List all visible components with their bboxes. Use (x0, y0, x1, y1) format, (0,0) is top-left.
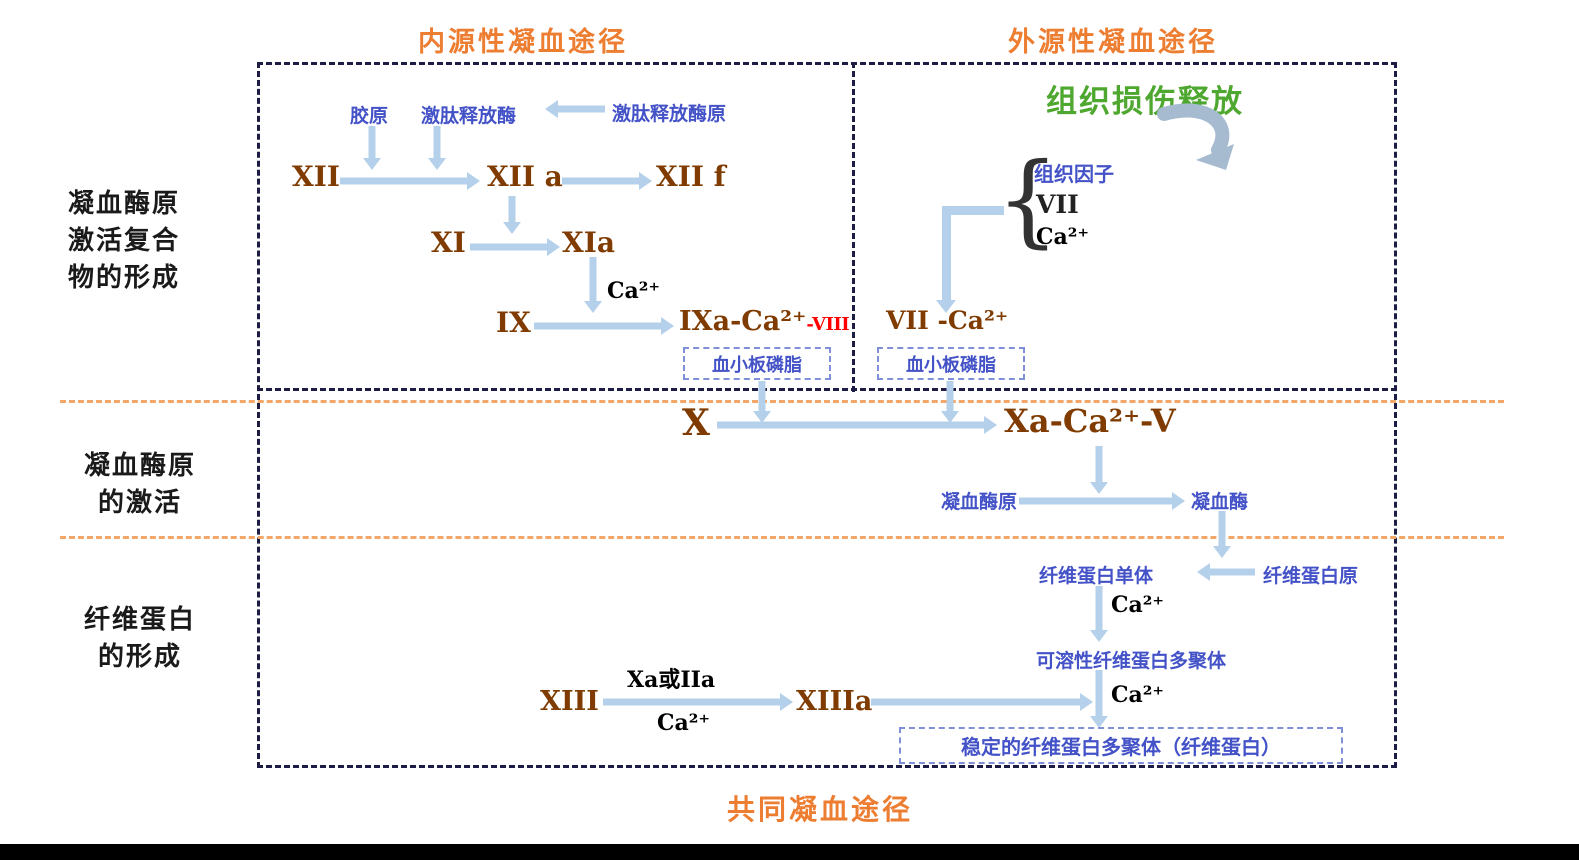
prekallikrein-label: 激肽释放酶原 (612, 103, 727, 125)
arrow-xiiia-to-stable (871, 693, 1093, 711)
collagen-label: 胶原 (350, 105, 389, 127)
factor-x: X (682, 402, 710, 444)
arrow-xii-to-xiia (340, 172, 480, 190)
stage-divider-line-2 (60, 536, 1504, 539)
stage-divider-line-1 (60, 400, 1504, 403)
factor-xiii: XIII (540, 686, 599, 717)
platelet-phospholipid-box-left: 血小板磷脂 (683, 347, 831, 380)
brace-tissue-factor-group: { (996, 141, 1060, 258)
arrow-collagen-down (363, 126, 381, 170)
factor-xi: XI (431, 226, 466, 259)
arrow-monomer-down (1090, 586, 1108, 642)
arrow-xia-down (584, 257, 602, 313)
xa-or-iia-label: Xa或IIa (627, 667, 716, 693)
prothrombin-label: 凝血酶原 (941, 491, 1018, 513)
arrow-platelet-right-down (941, 381, 959, 423)
soluble-polymer-label: 可溶性纤维蛋白多聚体 (1036, 650, 1227, 672)
arrow-platelet-left-down (753, 381, 771, 423)
ca-label-extrinsic: Ca²⁺ (1036, 224, 1090, 250)
arrow-prekallikrein-to-kallikrein (545, 100, 605, 118)
tissue-factor-label: 组织因子 (1034, 162, 1114, 186)
arrow-tfcomplex-horizontal (942, 206, 1004, 215)
factor-viia-ca: VII -Ca²⁺ (886, 306, 1009, 335)
arrow-soluble-down (1090, 670, 1108, 728)
ca-label-xia: Ca²⁺ (607, 278, 661, 304)
kallikrein-label: 激肽释放酶 (421, 105, 517, 127)
stage1-line2: 激活复合 (67, 226, 180, 256)
arrow-xa-complex-down (1090, 446, 1108, 494)
arrow-xiia-to-xiif (562, 172, 652, 190)
arrow-tfcomplex-head (936, 300, 956, 313)
stage2-label: 凝血酶原 的激活 (82, 448, 198, 522)
factor-xiif: XII f (656, 160, 726, 193)
outer-dashed-box (257, 62, 1397, 768)
arrow-xi-to-xia (470, 238, 560, 256)
common-pathway-title: 共同凝血途径 (727, 793, 914, 826)
factor-xiia: XII a (487, 160, 563, 193)
stage1-label: 凝血酶原 激活复合 物的形成 (66, 186, 182, 297)
stage1-line3: 物的形成 (67, 263, 180, 293)
arrow-xiia-down (503, 196, 521, 234)
factor-xia: XIa (562, 226, 615, 259)
factor-ixa-main: IXa-Ca²⁺ (679, 306, 807, 337)
factor-vii: VII (1036, 190, 1079, 219)
intrinsic-extrinsic-divider (852, 62, 855, 392)
curved-arrow-icon (1157, 103, 1234, 170)
arrow-x-to-xa (717, 415, 997, 435)
factor-ix: IX (496, 306, 531, 339)
factor-xiiia: XIIIa (796, 686, 873, 717)
ca-label-monomer: Ca²⁺ (1111, 592, 1165, 618)
fibrinogen-label: 纤维蛋白原 (1263, 565, 1359, 587)
arrow-xiii-to-xiiia (603, 693, 793, 711)
arrow-thrombin-down (1213, 511, 1231, 558)
extrinsic-pathway-title: 外源性凝血途径 (1008, 27, 1218, 58)
thrombin-label: 凝血酶 (1191, 491, 1249, 513)
ca-label-soluble: Ca²⁺ (1111, 682, 1165, 708)
stage1-line1: 凝血酶原 (67, 189, 180, 219)
factor-ixa-complex: IXa-Ca²⁺-VIII (679, 306, 850, 337)
platelet-phospholipid-box-right: 血小板磷脂 (877, 347, 1025, 380)
stable-fibrin-polymer-box: 稳定的纤维蛋白多聚体（纤维蛋白） (899, 727, 1343, 764)
fibrin-monomer-label: 纤维蛋白单体 (1039, 565, 1154, 587)
stage3-label: 纤维蛋白 的形成 (82, 602, 198, 676)
factor-xii: XII (292, 160, 340, 193)
stage3-line2: 的形成 (97, 642, 182, 672)
ca-label-xiii: Ca²⁺ (657, 710, 711, 736)
arrow-tfcomplex-vertical (942, 206, 951, 302)
arrow-ix-to-ixa (534, 317, 674, 335)
arrow-kallikrein-down (428, 126, 446, 170)
arrow-fibrinogen-to-monomer (1197, 563, 1255, 581)
stage2-line1: 凝血酶原 (83, 451, 196, 481)
stage1-bottom-dashed-line (257, 388, 1397, 391)
bottom-black-bar (0, 844, 1579, 860)
intrinsic-pathway-title: 内源性凝血途径 (418, 27, 628, 58)
stage2-line2: 的激活 (97, 488, 182, 518)
stage3-line1: 纤维蛋白 (83, 605, 196, 635)
factor-viii-red: -VIII (806, 314, 850, 335)
factor-xa-complex: Xa-Ca²⁺-V (1004, 402, 1176, 440)
arrow-prothrombin-to-thrombin (1019, 492, 1185, 510)
